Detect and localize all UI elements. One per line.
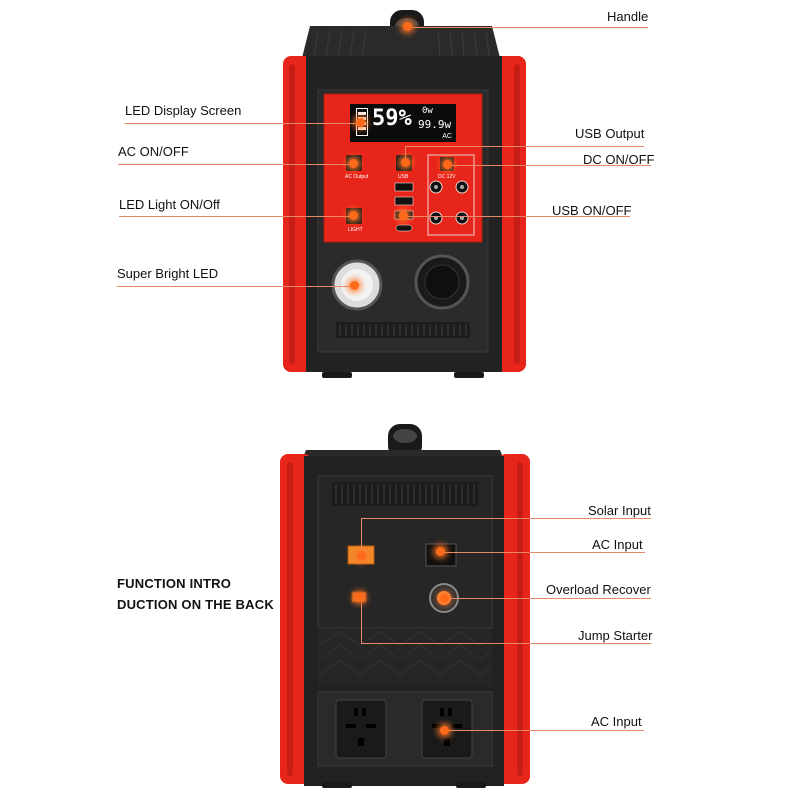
front-unit: [283, 10, 526, 378]
dot-ac-input: [436, 547, 445, 556]
light-label: LIGHT: [348, 227, 363, 233]
label-overload-recover: Overload Recover: [546, 582, 651, 597]
display-watts-out: 99.9w: [418, 118, 452, 131]
line-ac-input-outlets: [444, 730, 644, 731]
label-led-display: LED Display Screen: [125, 103, 242, 118]
label-led-light: LED Light ON/Off: [119, 197, 220, 212]
display-percent: 59%: [372, 106, 412, 131]
line-led-light: [119, 216, 354, 217]
line-jump-starter: [361, 643, 651, 644]
dot-ac-on-off: [349, 159, 358, 168]
label-handle: Handle: [607, 9, 649, 24]
line-super-bright-led: [117, 286, 357, 287]
display-watts-in: 0w: [422, 106, 433, 116]
dot-handle: [403, 22, 412, 31]
line-usb-on-off: [404, 216, 630, 217]
dot-led-display: [356, 118, 365, 127]
label-dc-on-off: DC ON/OFF: [583, 152, 655, 167]
line-ac-input: [440, 552, 645, 553]
dot-super-bright-led: [350, 281, 359, 290]
line-usb-output: [405, 146, 644, 147]
lcd-display: 59% 0w 99.9w AC: [350, 104, 456, 142]
line-handle: [412, 27, 648, 28]
dot-usb-on-off: [399, 211, 408, 220]
dot-ac-input-outlets: [440, 726, 449, 735]
line-led-display: [125, 123, 361, 124]
label-usb-on-off: USB ON/OFF: [552, 203, 632, 218]
label-ac-on-off: AC ON/OFF: [118, 144, 189, 159]
dot-usb-output: [401, 158, 410, 167]
dot-jump-starter: [355, 593, 364, 602]
intro-line2: DUCTION ON THE BACK: [117, 597, 274, 612]
label-solar-input: Solar Input: [588, 503, 651, 518]
dot-solar-input: [357, 551, 366, 560]
line-ac-on-off: [118, 164, 354, 165]
label-super-bright-led: Super Bright LED: [117, 266, 219, 281]
line-overload-recover: [444, 598, 651, 599]
line-dc-on-off: [448, 165, 651, 166]
vline-usb-output: [405, 146, 406, 162]
dot-dc-on-off: [443, 160, 452, 169]
label-ac-input-outlets: AC Input: [591, 714, 642, 729]
label-usb-output: USB Output: [575, 126, 645, 141]
label-jump-starter: Jump Starter: [578, 628, 653, 643]
dc-label: DC 12V: [438, 174, 456, 180]
vline-solar-input: [361, 518, 362, 554]
dot-led-light: [349, 211, 358, 220]
display-mode: AC: [442, 133, 452, 140]
vline-jump-starter: [361, 598, 362, 643]
line-solar-input: [361, 518, 651, 519]
usb-label: USB: [398, 174, 409, 180]
intro-line1: FUNCTION INTRO: [117, 576, 232, 591]
label-ac-input: AC Input: [592, 537, 643, 552]
dot-overload-recover: [440, 594, 449, 603]
ac-output-label: AC Output: [345, 174, 369, 180]
back-unit: [280, 424, 530, 788]
